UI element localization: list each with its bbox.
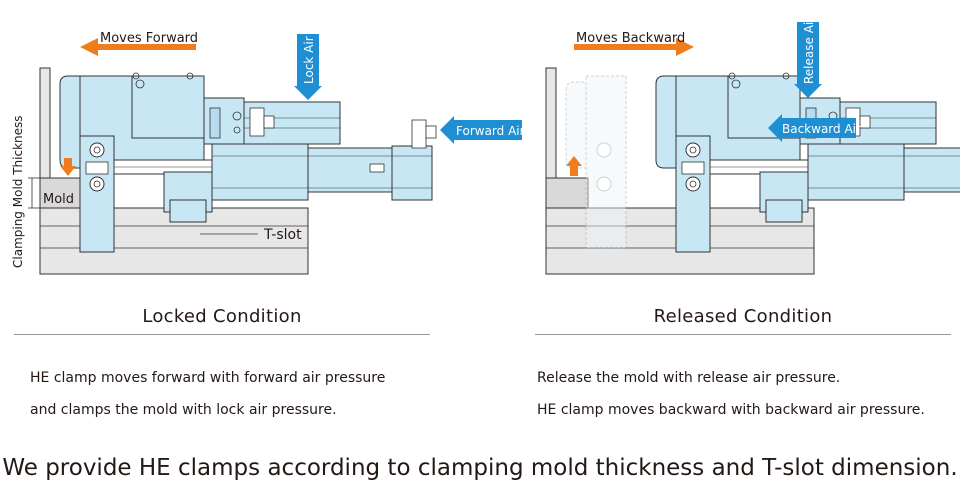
- locked-diagram: [28, 34, 522, 275]
- moves-forward-label: Moves Forward: [100, 31, 198, 46]
- orange-down-arrow: [60, 158, 76, 176]
- released-condition-title: Released Condition: [653, 306, 833, 327]
- footer-statement: We provide HE clamps according to clampi…: [2, 455, 958, 481]
- clamp-diagram: Moves Forward Moves Backward Lock Air Re…: [11, 17, 960, 275]
- clamping-mold-thickness-label: Clamping Mold Thickness: [11, 115, 25, 268]
- locked-condition-title: Locked Condition: [142, 306, 302, 327]
- moves-backward-arrow: [574, 38, 694, 56]
- lock-air-arrow: [294, 34, 322, 100]
- clamp-jaw-released: [675, 135, 711, 253]
- backward-air-label: Backward Air: [782, 122, 861, 136]
- locked-desc-line1: HE clamp moves forward with forward air …: [30, 370, 386, 386]
- backward-air-arrow: [768, 114, 856, 142]
- released-desc-line2: HE clamp moves backward with backward ai…: [537, 402, 925, 418]
- locked-divider: [14, 334, 430, 335]
- clamp-jaw: [79, 135, 115, 253]
- lock-air-label: Lock Air: [302, 36, 316, 84]
- forward-air-arrow: [440, 116, 522, 144]
- released-diagram: [545, 22, 960, 275]
- forward-air-label: Forward Air: [456, 124, 525, 138]
- mold-label: Mold: [43, 192, 74, 207]
- ghost-jaw: [565, 75, 627, 249]
- moves-backward-label: Moves Backward: [576, 31, 685, 46]
- t-slot-label: T-slot: [263, 227, 302, 243]
- platen-wall: [39, 67, 51, 179]
- locked-desc-line2: and clamps the mold with lock air pressu…: [30, 402, 337, 418]
- released-divider: [535, 334, 951, 335]
- release-air-arrow: [794, 22, 822, 98]
- moves-forward-arrow: [80, 38, 196, 56]
- release-air-label: Release Air: [802, 17, 816, 84]
- orange-up-arrow: [566, 156, 582, 176]
- released-desc-line1: Release the mold with release air pressu…: [537, 370, 841, 386]
